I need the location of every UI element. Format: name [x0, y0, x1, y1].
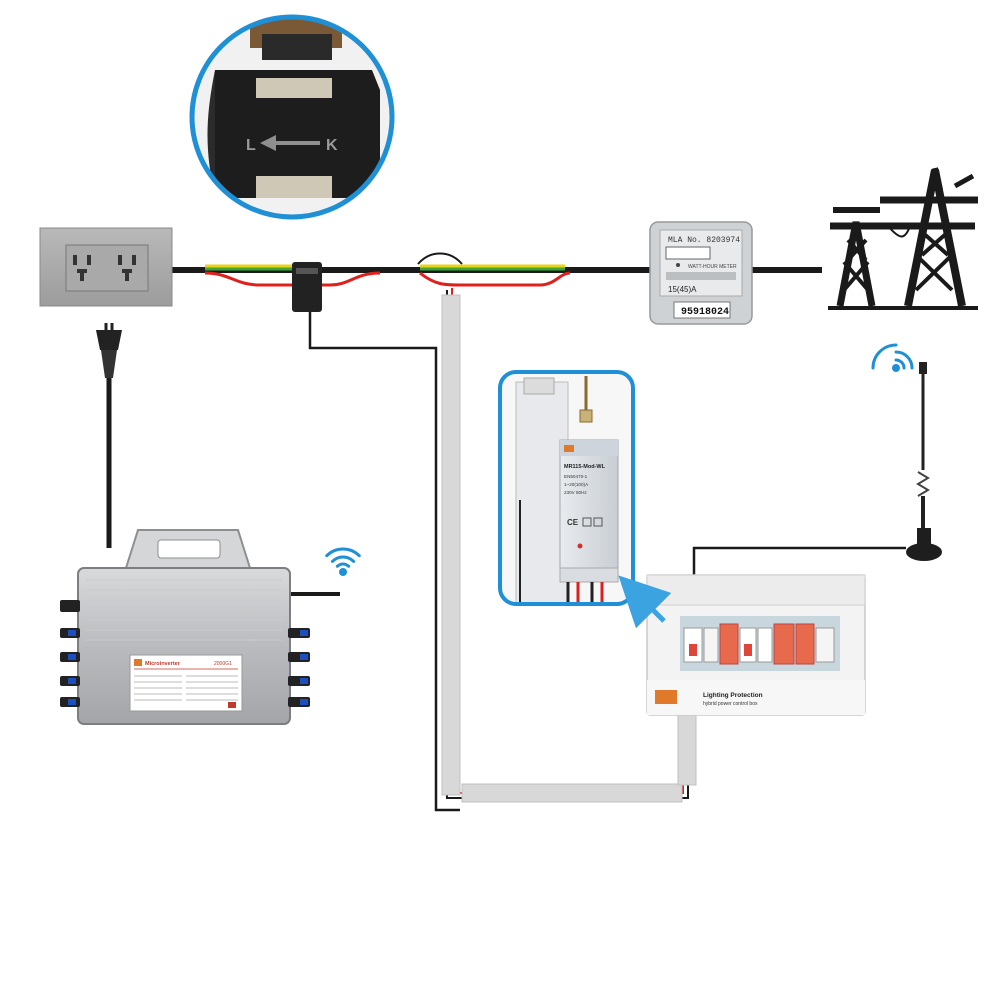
microinverter: Microinverter 2000G1 — [60, 529, 340, 725]
energy-meter: MLA No. 8203974 WATT-HOUR METER 15(45)A … — [649, 221, 753, 325]
wall-socket-icon — [39, 227, 173, 307]
inverter-model: 2000G1 — [214, 661, 232, 667]
wifi-icon — [871, 343, 914, 372]
module-model: MR115-Mod-WL — [564, 464, 606, 470]
module-marks: CE — [567, 518, 579, 527]
module-standard: EN50470-1 — [564, 474, 588, 479]
meter-header: MLA No. 8203974 — [668, 236, 740, 245]
smart-meter-module-detail: MR115-Mod-WL EN50470-1 1~20(100)A 230V 5… — [498, 370, 635, 606]
module-voltage: 230V 50Hz — [564, 490, 587, 495]
ct-left-label: L — [246, 137, 256, 154]
module-current: 1~20(100)A — [564, 482, 589, 487]
control-box-subtitle: hybrid power control box — [703, 701, 758, 707]
ct-right-label: K — [326, 137, 338, 154]
meter-serial: 95918024 — [681, 307, 729, 318]
power-tower-icon — [828, 167, 978, 310]
control-box-title: Lighting Protection — [703, 692, 763, 699]
ct-clamp-detail: L K — [189, 14, 395, 220]
conduit-cable — [441, 288, 697, 803]
hybrid-control-box: Lighting Protection hybrid power control… — [646, 574, 866, 716]
meter-subheader: WATT-HOUR METER — [688, 264, 737, 270]
callout-arrow — [618, 575, 672, 629]
antenna-icon — [692, 362, 942, 575]
wifi-icon — [325, 547, 361, 576]
plug-icon — [96, 323, 122, 548]
inverter-brand: Microinverter — [145, 661, 181, 667]
ct-clamp-sensor — [292, 262, 460, 812]
meter-rating: 15(45)A — [668, 285, 697, 294]
